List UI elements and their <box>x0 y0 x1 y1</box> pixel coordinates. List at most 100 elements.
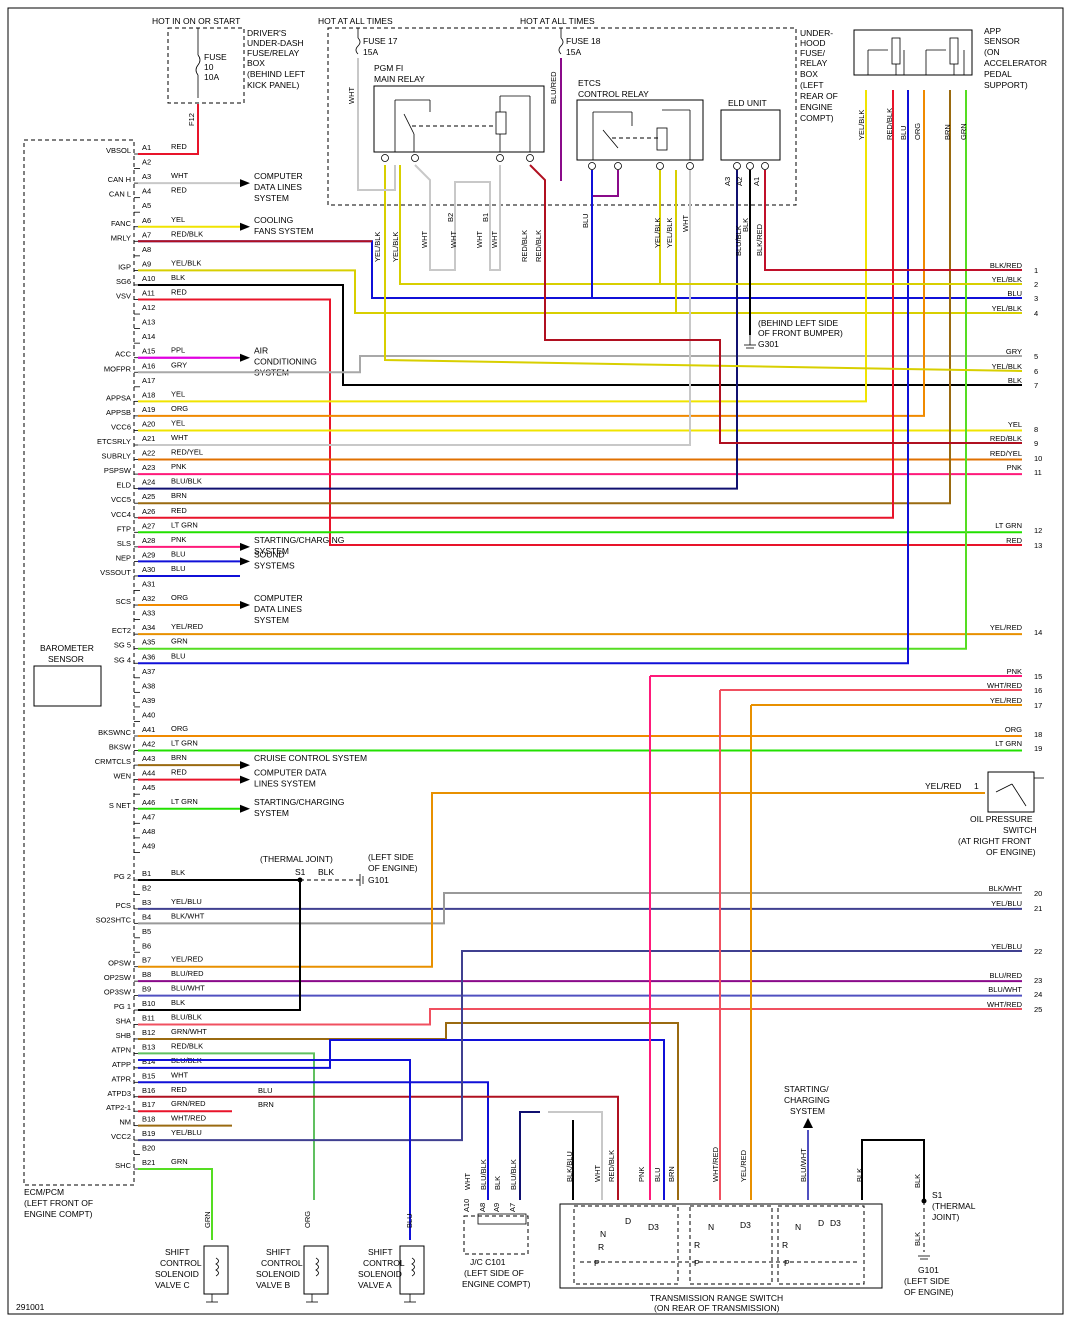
eld-unit <box>720 109 781 161</box>
wire-a19-appsb <box>138 90 925 417</box>
pin-name-a22: SUBRLY <box>102 452 131 461</box>
pin-b17: B17 <box>142 1100 155 1109</box>
terminal-5: 5 <box>1034 352 1038 361</box>
vertical-wire-label: YEL/BLK <box>653 218 662 248</box>
svg-text:BOX: BOX <box>247 58 265 68</box>
svg-text:D3: D3 <box>740 1220 751 1230</box>
terminal-label-8: YEL <box>1008 420 1022 429</box>
vertical-wire-label: BRN <box>943 124 952 140</box>
terminal-17: 17 <box>1034 701 1042 710</box>
dest-label: COMPUTER DATA <box>254 768 327 778</box>
terminal-6: 6 <box>1034 367 1038 376</box>
svg-text:CHARGING: CHARGING <box>784 1095 830 1105</box>
wire-label-a15: PPL <box>171 346 185 355</box>
terminal-22: 22 <box>1034 947 1042 956</box>
terminal-24: 24 <box>1034 990 1042 999</box>
vertical-wire-label: WHT <box>681 215 690 232</box>
svg-text:OF ENGINE): OF ENGINE) <box>904 1287 954 1297</box>
connector-pin <box>381 154 389 162</box>
transmission-range-switch: N D D3 R P N D3 R P N D D3 R P TRANSMISS… <box>559 1203 883 1313</box>
svg-text:CONTROL: CONTROL <box>160 1258 202 1268</box>
wire-9 <box>529 164 1022 444</box>
dest-label: COOLING <box>254 215 293 225</box>
pin-b13: B13 <box>142 1042 155 1051</box>
pgm-relay-internals <box>394 95 531 152</box>
svg-text:(ON: (ON <box>984 47 1000 57</box>
wire-label-a3: WHT <box>171 171 188 180</box>
vertical-wire-label: WHT/RED <box>711 1146 720 1182</box>
wire-label-a11: RED <box>171 288 187 297</box>
connector-pin <box>746 162 754 170</box>
svg-text:VALVE B: VALVE B <box>256 1280 291 1290</box>
terminal-8: 8 <box>1034 425 1038 434</box>
pin-a38: A38 <box>142 681 155 690</box>
svg-text:SOLENOID: SOLENOID <box>155 1269 199 1279</box>
pin-a16: A16 <box>142 361 155 370</box>
wire-label-a10: BLK <box>171 273 185 282</box>
pin-b2: B2 <box>142 883 151 892</box>
barometer-sensor <box>33 665 102 707</box>
svg-text:P: P <box>594 1258 600 1268</box>
dest-label: DATA LINES <box>254 182 302 192</box>
fuse-10: FUSE 10 10A <box>195 28 227 98</box>
pin-name-a21: ETCSRLY <box>97 437 131 446</box>
wire-a21-etcsrly <box>138 170 691 446</box>
wire-label-a16: GRY <box>171 360 187 369</box>
pin-b11: B11 <box>142 1014 155 1023</box>
f12-label: F12 <box>187 113 196 126</box>
svg-text:COMPT): COMPT) <box>800 113 834 123</box>
vertical-wire-label: YEL/BLK <box>665 218 674 248</box>
svg-text:FUSE/RELAY: FUSE/RELAY <box>247 48 300 58</box>
pin-name-a1: VBSOL <box>106 146 131 155</box>
wire-label-b1: BLK <box>171 868 185 877</box>
svg-text:ENGINE COMPT): ENGINE COMPT) <box>24 1209 93 1219</box>
svg-text:ENGINE COMPT): ENGINE COMPT) <box>462 1279 531 1289</box>
pin-name-a44: WEN <box>114 772 132 781</box>
svg-text:BLK: BLK <box>318 867 334 877</box>
wire-label-a19: ORG <box>171 404 188 413</box>
terminal-label-22: YEL/BLU <box>991 942 1022 951</box>
pgm-relay-label: PGM FI <box>374 63 403 73</box>
pin-name-b17: ATP2-1 <box>106 1103 131 1112</box>
wire-label-a23: PNK <box>171 462 186 471</box>
wire-label-b11: BLU/BLK <box>171 1013 202 1022</box>
vertical-wire-label: BRN <box>667 1166 676 1182</box>
pin-b15: B15 <box>142 1071 155 1080</box>
vertical-wire-label: YEL/BLK <box>373 232 382 262</box>
pin-a1: A1 <box>142 143 151 152</box>
shift-solenoid-c: SHIFT CONTROL SOLENOID VALVE C <box>155 1245 229 1303</box>
wire-label-a4: RED <box>171 186 187 195</box>
terminal-label-14: YEL/RED <box>990 623 1023 632</box>
terminal-label-5: GRY <box>1006 347 1022 356</box>
terminal-label-25: WHT/RED <box>987 1000 1023 1009</box>
pin-name-a20: VCC6 <box>111 422 131 431</box>
wire-2 <box>399 165 1022 285</box>
wire-label-b3: YEL/BLU <box>171 897 202 906</box>
svg-text:N: N <box>795 1222 801 1232</box>
dest-arrow <box>240 761 250 770</box>
pin-a21: A21 <box>142 434 155 443</box>
underhood-fuse-box <box>327 27 797 206</box>
vertical-wire-label: ORG <box>303 1211 312 1228</box>
pin-a27: A27 <box>142 521 155 530</box>
wire-a18-appsa <box>138 90 867 403</box>
wire-label-a46: LT GRN <box>171 797 198 806</box>
pin-a23: A23 <box>142 463 155 472</box>
wire-jc-a7 <box>519 1111 540 1200</box>
pin-b16: B16 <box>142 1086 155 1095</box>
wire-label-a18: YEL <box>171 389 185 398</box>
dest-arrow <box>240 542 250 551</box>
pin-a49: A49 <box>142 841 155 850</box>
pin-name-a19: APPSB <box>106 408 131 417</box>
vertical-wire-label: WHT <box>420 231 429 248</box>
vertical-wire-label: BLU <box>899 125 908 140</box>
svg-text:ENGINE: ENGINE <box>800 102 833 112</box>
pin-b10: B10 <box>142 999 155 1008</box>
dest-label: SYSTEM <box>254 615 289 625</box>
terminal-label-19: LT GRN <box>995 739 1022 748</box>
pin-name-b13: ATPN <box>112 1045 131 1054</box>
fuse-18: FUSE 18 15A <box>558 28 601 57</box>
svg-text:SWITCH: SWITCH <box>1003 825 1037 835</box>
diagram-frame <box>7 7 1064 1315</box>
